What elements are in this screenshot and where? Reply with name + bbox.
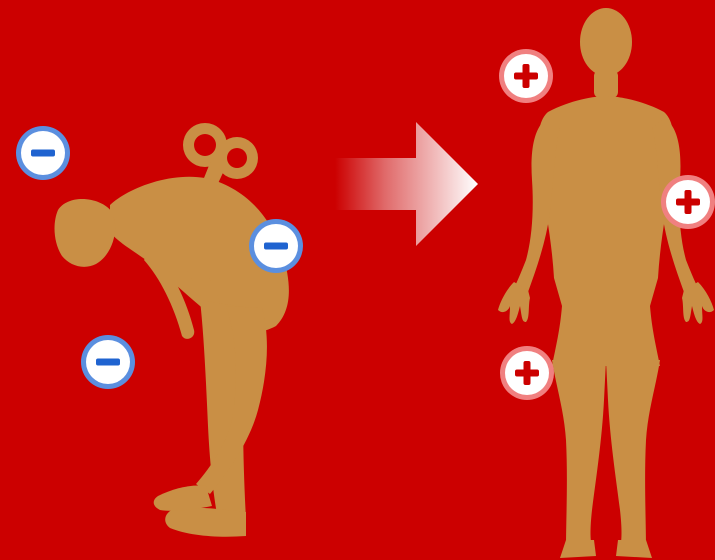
minus-icon: [16, 126, 70, 180]
minus-icon: [81, 335, 135, 389]
plus-icon: [499, 49, 553, 103]
plus-icon: [500, 346, 554, 400]
minus-icon: [249, 219, 303, 273]
plus-icon: [661, 175, 715, 229]
